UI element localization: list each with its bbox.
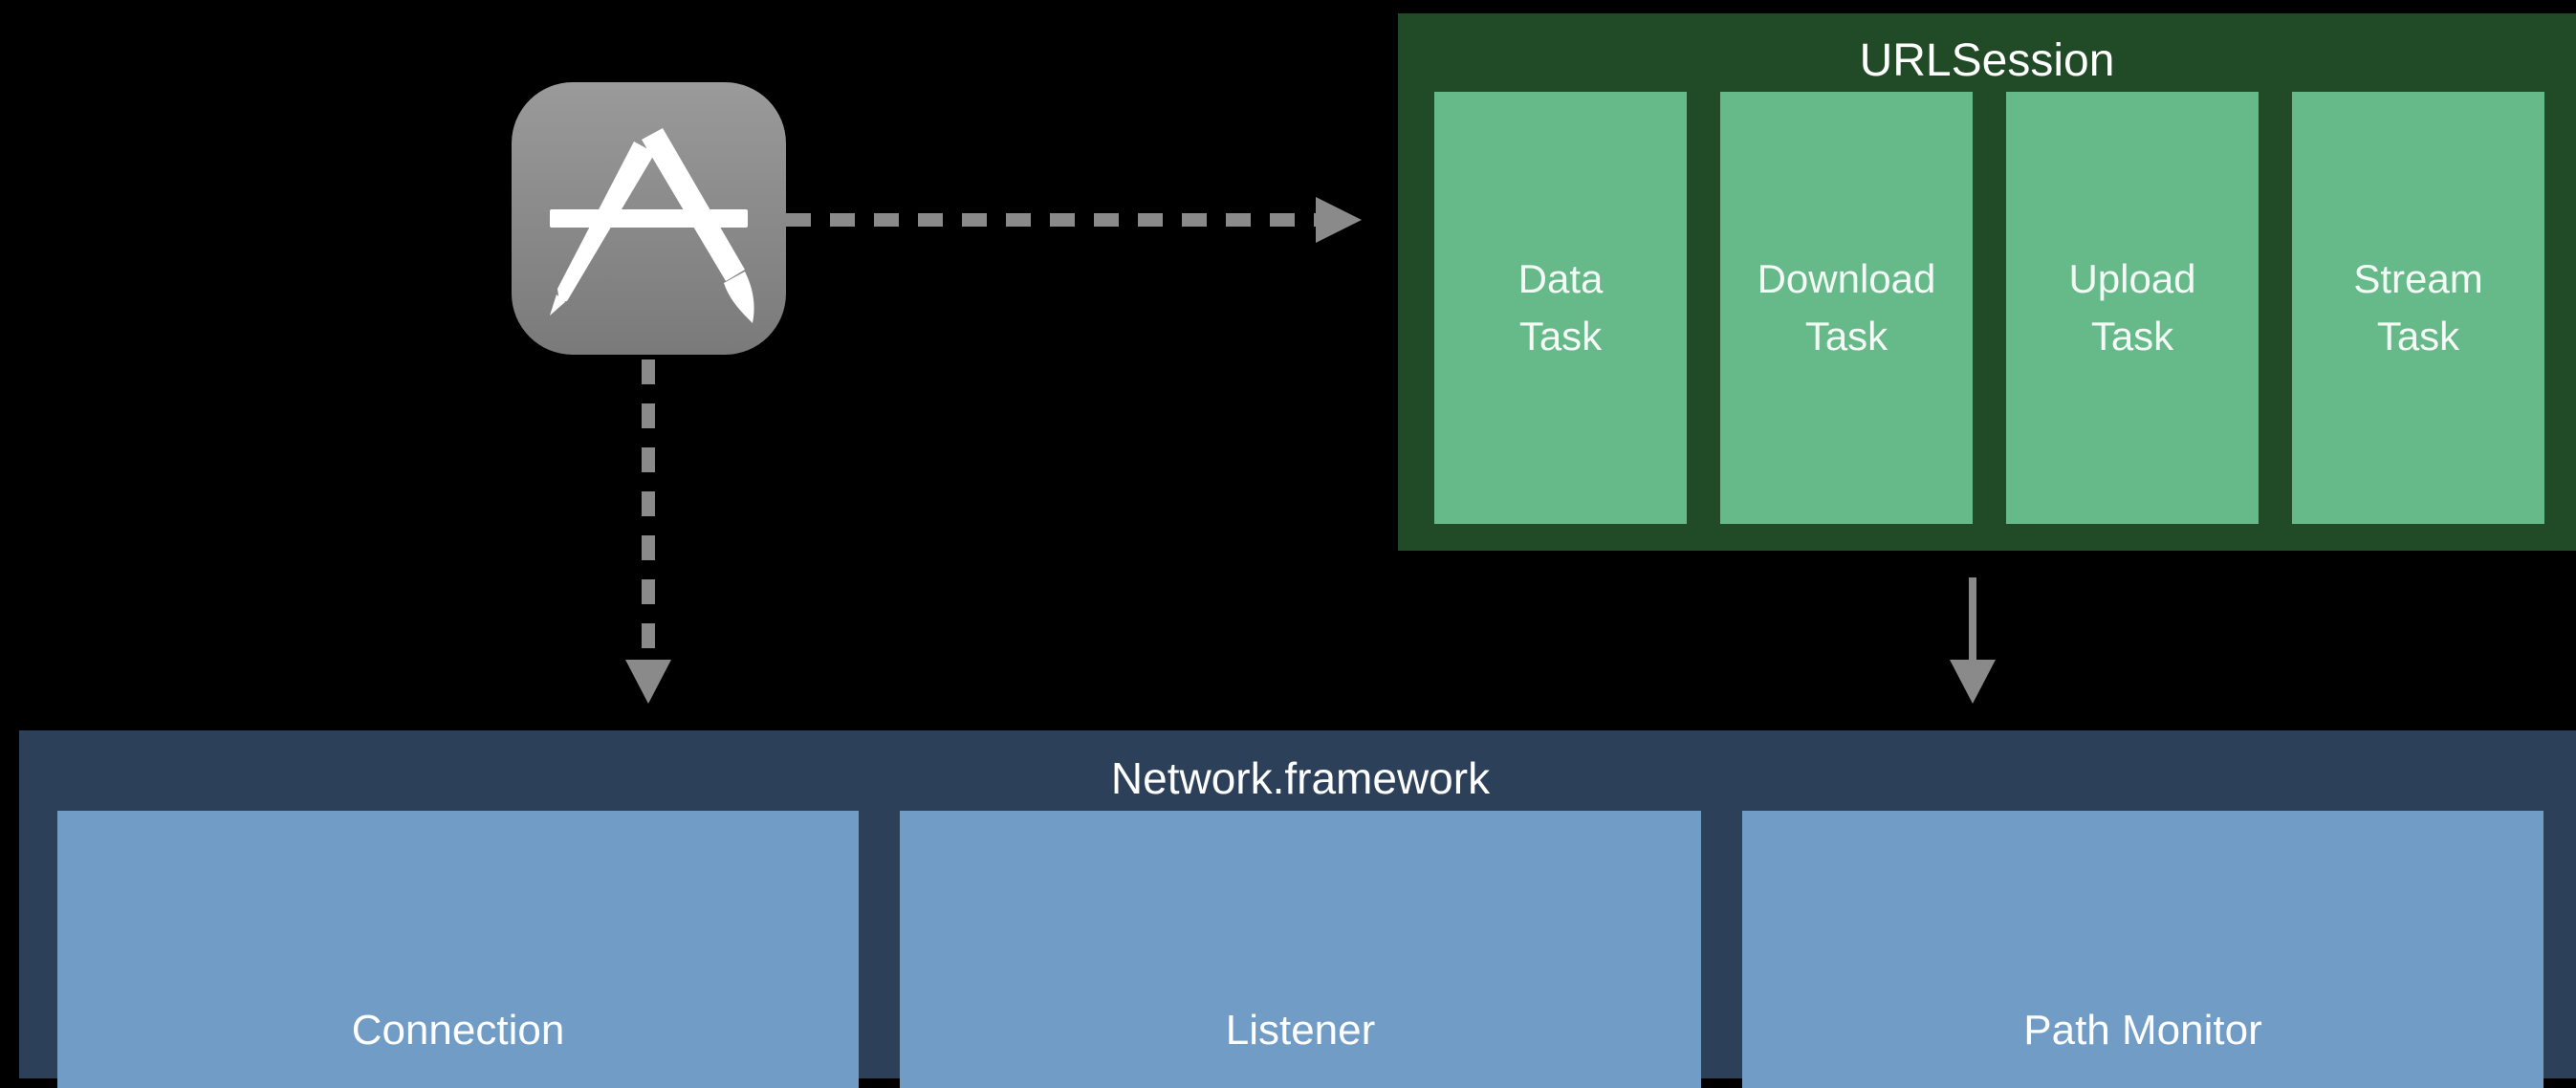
download-task-label: Download Task <box>1757 256 1936 359</box>
listener-box <box>900 811 1701 1088</box>
upload-task-box: Upload Task <box>2006 92 2259 524</box>
connection-label: Connection <box>351 1007 565 1054</box>
urlsession-container: URLSession Data Task Download Task Uploa… <box>1398 13 2576 551</box>
urlsession-to-network-arrow <box>1950 577 1996 704</box>
app-to-network-arrow <box>625 359 671 704</box>
network-framework-title: Network.framework <box>1110 753 1491 803</box>
app-store-icon <box>512 82 786 355</box>
path-monitor-box <box>1742 811 2543 1088</box>
upload-task-label: Upload Task <box>2068 256 2196 359</box>
urlsession-title: URLSession <box>1859 35 2115 86</box>
data-task-box: Data Task <box>1434 92 1687 524</box>
data-task-label: Data Task <box>1517 256 1604 359</box>
connection-box <box>57 811 859 1088</box>
app-to-urlsession-arrow <box>786 197 1362 243</box>
path-monitor-label: Path Monitor <box>2023 1007 2262 1054</box>
listener-label: Listener <box>1225 1007 1376 1054</box>
stream-task-label: Stream Task <box>2353 256 2483 359</box>
stream-task-box: Stream Task <box>2292 92 2544 524</box>
network-framework-container: Network.framework Connection Listener Pa… <box>19 730 2576 1088</box>
download-task-box: Download Task <box>1720 92 1973 524</box>
